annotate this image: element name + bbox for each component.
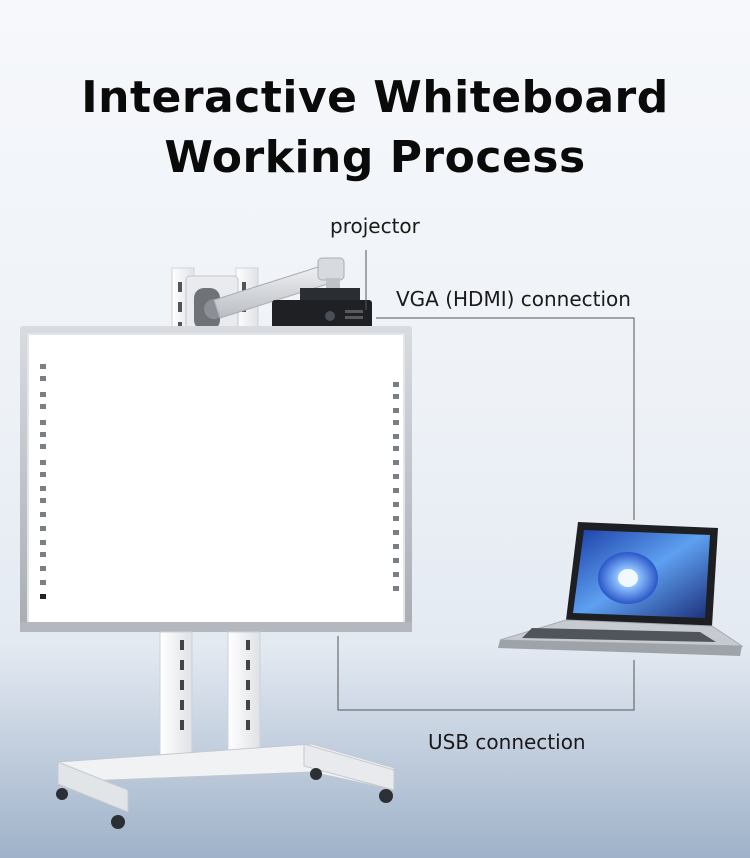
mobile-stand (57, 631, 395, 813)
left-shortcut-icon-strip (40, 364, 46, 599)
projector-label: projector (330, 214, 420, 238)
right-shortcut-icon-strip (393, 382, 399, 591)
usb-connection-line (337, 636, 635, 711)
vga-connection-label: VGA (HDMI) connection (396, 287, 631, 311)
usb-connection-label: USB connection (428, 730, 586, 754)
caster-wheels (56, 768, 393, 829)
vga-connection-line (365, 250, 635, 520)
interactive-whiteboard (20, 326, 412, 632)
diagram-title-line-2: Working Process (164, 132, 586, 183)
diagram-title-line-1: Interactive Whiteboard (81, 72, 669, 123)
laptop (498, 522, 744, 656)
